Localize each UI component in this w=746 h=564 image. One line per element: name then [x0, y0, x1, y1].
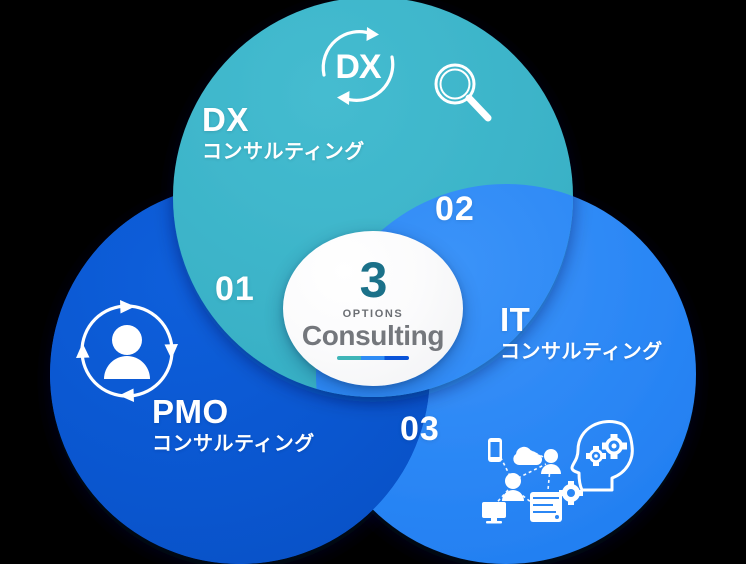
label-dx-title: DX	[202, 101, 249, 138]
dx-cycle-icon: DX	[310, 18, 406, 114]
label-it[interactable]: IT コンサルティング	[500, 301, 663, 365]
center-word: Consulting	[301, 320, 445, 352]
center-rule-divider	[337, 356, 409, 361]
label-dx-subtitle: コンサルティング	[202, 140, 365, 163]
label-pmo-subtitle: コンサルティング	[152, 432, 315, 455]
label-it-subtitle: コンサルティング	[500, 340, 663, 363]
magnifier-icon	[424, 56, 498, 130]
head-gears-icon	[568, 418, 638, 496]
center-number: 3	[359, 251, 388, 308]
label-dx[interactable]: DX コンサルティング	[202, 101, 365, 165]
badge-03: 03	[400, 410, 440, 448]
person-cycle-icon	[72, 296, 182, 406]
badge-02: 02	[435, 190, 475, 228]
it-network-icon	[478, 430, 584, 526]
label-pmo-title: PMO	[152, 393, 229, 430]
badge-01: 01	[215, 270, 255, 308]
svg-text:DX: DX	[335, 48, 382, 86]
center-kicker: OPTIONS	[342, 308, 404, 321]
center-disc[interactable]: 3 OPTIONS Consulting	[283, 231, 463, 386]
label-pmo[interactable]: PMO コンサルティング	[152, 393, 315, 457]
label-it-title: IT	[500, 301, 531, 338]
